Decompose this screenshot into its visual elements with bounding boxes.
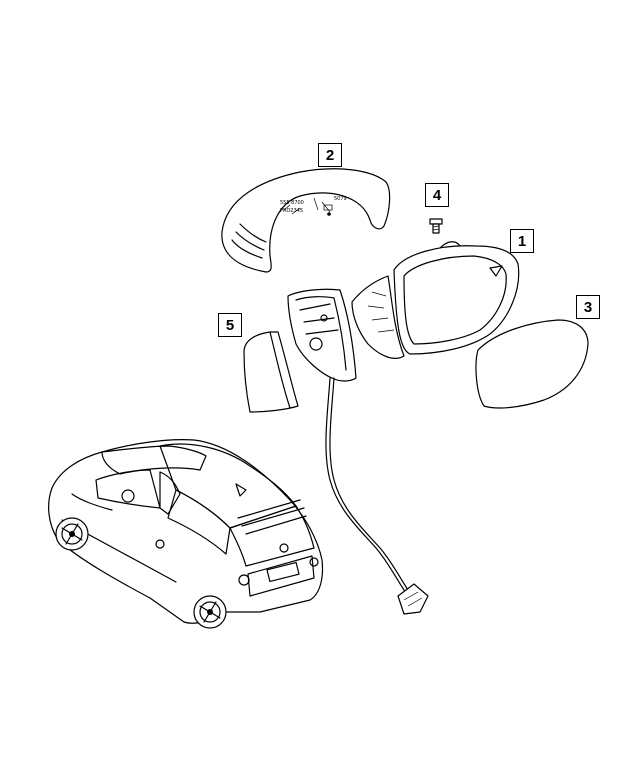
cover-marking-line2: 555 8700 <box>280 200 304 206</box>
callout-5: 5 <box>218 313 242 337</box>
mirror-base-part <box>287 288 357 382</box>
mirror-glass-part <box>475 319 589 409</box>
callout-1: 1 <box>510 229 534 253</box>
callout-4: 4 <box>425 183 449 207</box>
mirror-assembly-part <box>351 241 520 359</box>
backing-plate-part <box>243 331 299 413</box>
screw-part <box>429 218 443 234</box>
callout-2: 2 <box>318 143 342 167</box>
wiring-harness <box>325 377 429 615</box>
cover-marking-line3: PRO2345 <box>280 208 303 214</box>
cover-marking-line1: 5079 <box>334 196 347 202</box>
callout-3: 3 <box>576 295 600 319</box>
mirror-cover-part: 5079 555 8700 PRO2345 <box>221 168 391 273</box>
vehicle-illustration <box>48 439 324 629</box>
